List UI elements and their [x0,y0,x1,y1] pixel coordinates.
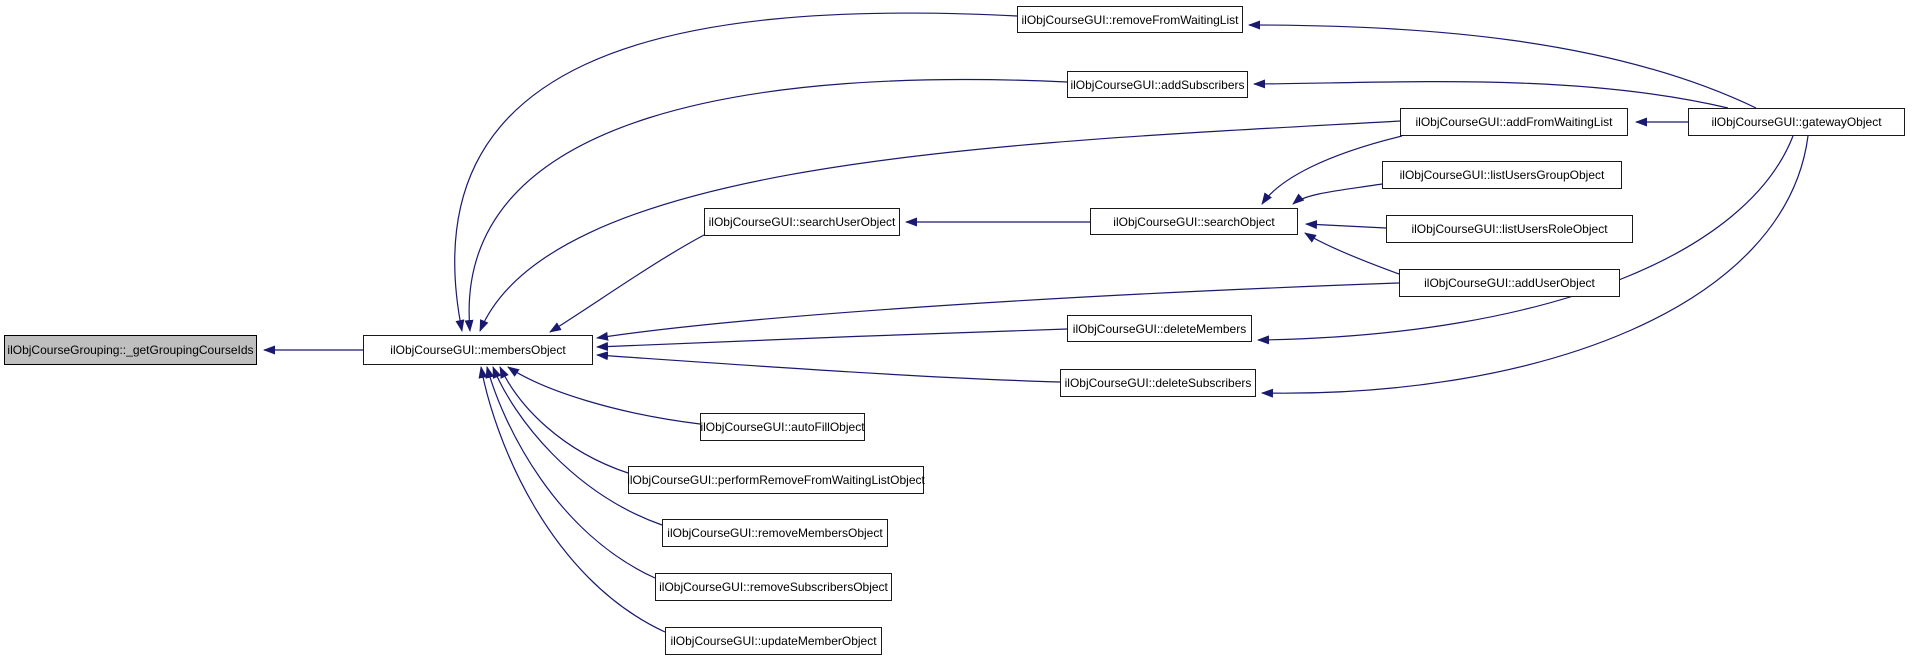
edge-performRemoveFromWaitingListObject-membersObject [499,366,629,474]
edge-gatewayObject-removeFromWaitingList [1248,20,1757,109]
node-deleteSubscribers[interactable]: ilObjCourseGUI::deleteSubscribers [1060,369,1256,397]
node-autoFillObject[interactable]: ilObjCourseGUI::autoFillObject [700,413,865,441]
edge-removeSubscribersObject-membersObject [485,366,656,579]
edge-addFromWaitingList-membersObject [479,120,1401,332]
node-getGroupingCourseIds: ilObjCourseGrouping::_getGroupingCourseI… [4,335,257,365]
edge-gatewayObject-addSubscribers [1253,79,1729,109]
node-addSubscribers[interactable]: ilObjCourseGUI::addSubscribers [1067,71,1248,98]
edge-searchUserObject-membersObject [549,234,705,333]
node-removeSubscribersObject[interactable]: ilObjCourseGUI::removeSubscribersObject [655,573,892,601]
node-membersObject[interactable]: ilObjCourseGUI::membersObject [363,335,593,365]
edge-gatewayObject-deleteSubscribers [1261,135,1809,398]
edge-listUsersRoleObject-searchObject [1305,220,1387,230]
edge-deleteMembers-membersObject [596,328,1068,352]
node-listUsersRoleObject[interactable]: ilObjCourseGUI::listUsersRoleObject [1386,215,1633,243]
node-searchUserObject[interactable]: ilObjCourseGUI::searchUserObject [704,208,900,236]
edge-autoFillObject-membersObject [507,366,701,425]
node-gatewayObject[interactable]: ilObjCourseGUI::gatewayObject [1688,108,1905,136]
node-performRemoveFromWaitingListObject[interactable]: ilObjCourseGUI::performRemoveFromWaiting… [627,466,925,494]
edge-addFromWaitingList-searchObject [1261,135,1403,205]
edge-deleteSubscribers-membersObject [596,351,1061,383]
node-deleteMembers[interactable]: ilObjCourseGUI::deleteMembers [1067,315,1252,342]
edge-addUserObject-searchObject [1304,232,1400,275]
node-addFromWaitingList[interactable]: ilObjCourseGUI::addFromWaitingList [1400,108,1628,136]
edge-listUsersGroupObject-searchObject [1292,183,1383,205]
edge-updateMemberObject-membersObject [478,366,666,633]
edge-removeMembersObject-membersObject [492,366,663,526]
node-addUserObject[interactable]: ilObjCourseGUI::addUserObject [1399,269,1620,297]
edge-addSubscribers-membersObject [464,78,1068,332]
node-listUsersGroupObject[interactable]: ilObjCourseGUI::listUsersGroupObject [1382,161,1622,189]
node-updateMemberObject[interactable]: ilObjCourseGUI::updateMemberObject [665,627,882,655]
node-searchObject[interactable]: ilObjCourseGUI::searchObject [1090,208,1298,235]
edge-addUserObject-membersObject [596,282,1400,341]
node-removeFromWaitingList[interactable]: ilObjCourseGUI::removeFromWaitingList [1017,6,1243,33]
edge-removeFromWaitingList-membersObject [454,12,1018,332]
node-removeMembersObject[interactable]: ilObjCourseGUI::removeMembersObject [662,519,888,547]
